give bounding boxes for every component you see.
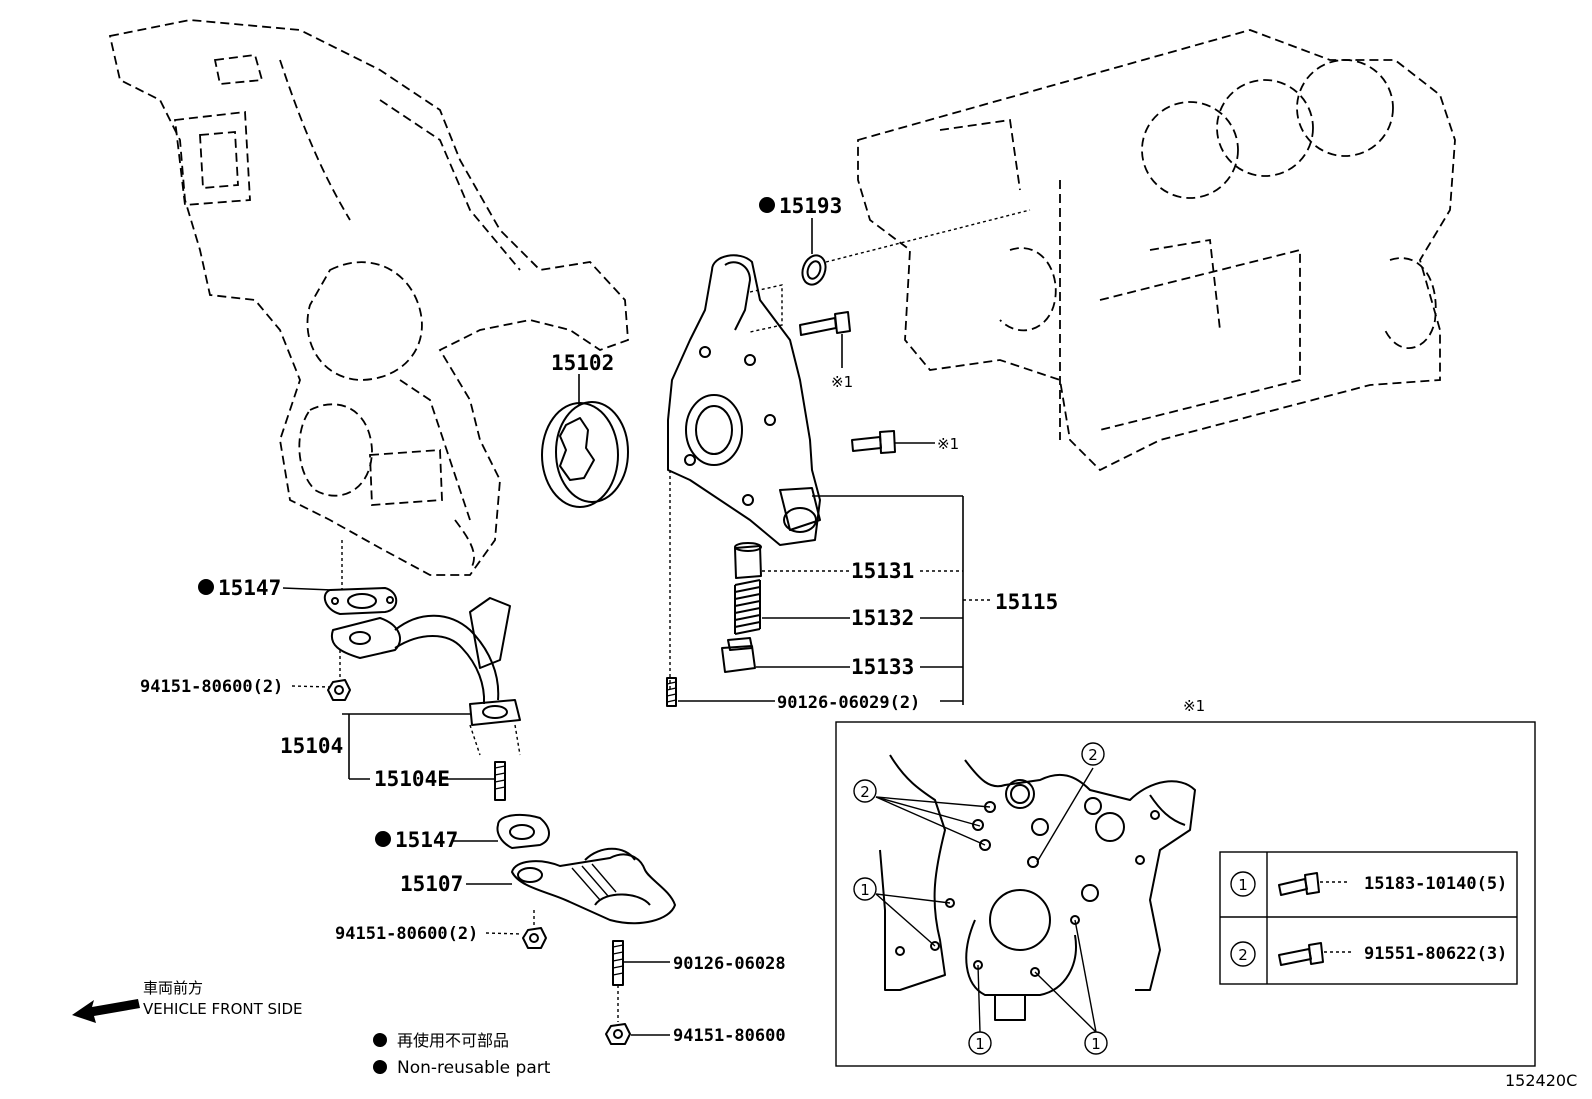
- inset-cover-drawing: [879, 754, 1196, 1021]
- non-reusable-marker-15147-top: [198, 579, 214, 595]
- direction-en: VEHICLE FRONT SIDE: [143, 1000, 303, 1018]
- callout-1-bottom-right: 1: [1084, 1031, 1108, 1055]
- part-label-15107: 15107: [400, 872, 463, 896]
- nut-bottom-part: [605, 1023, 631, 1045]
- filled-circle-icon: [373, 1060, 387, 1074]
- svg-text:1: 1: [975, 1035, 985, 1053]
- bolt-ref-upper: ※1: [831, 373, 853, 391]
- part-label-15193: 15193: [779, 194, 842, 218]
- legend-en: Non-reusable part: [397, 1058, 551, 1078]
- callout-2-top: 2: [1081, 742, 1105, 766]
- figure-code: 152420C: [1505, 1071, 1577, 1090]
- bolt-table: 1 15183-10140(5) 2 91551-80622(3): [1219, 851, 1518, 985]
- bolt-ref-lower: ※1: [937, 435, 959, 453]
- strainer-15107-part: [511, 847, 676, 925]
- part-label-94151-80600-top: 94151-80600(2): [140, 677, 283, 697]
- part-label-15104E: 15104E: [374, 767, 450, 791]
- direction-jp: 車両前方: [143, 979, 203, 997]
- svg-text:1: 1: [1091, 1035, 1101, 1053]
- rotor-15102-part: [541, 374, 629, 508]
- filled-circle-icon: [373, 1033, 387, 1047]
- oil-pipe-15104-part: [330, 597, 521, 756]
- gasket-15147-top-part: [323, 540, 398, 615]
- part-label-15102: 15102: [551, 351, 614, 375]
- svg-text:2: 2: [860, 783, 870, 801]
- part-label-15147-top: 15147: [218, 576, 281, 600]
- oil-pump-body-part: [667, 254, 821, 690]
- bolt-part-91551-80622: 91551-80622(3): [1364, 944, 1507, 964]
- callout-1-bottom-left: 1: [968, 1031, 992, 1055]
- callout-2-left: 2: [853, 779, 877, 803]
- bolt-table-row-2: 2 91551-80622(3): [1230, 941, 1507, 967]
- part-label-94151-80600-bottom: 94151-80600: [673, 1026, 786, 1046]
- bolt-lower: [851, 430, 935, 454]
- part-label-94151-80600-mid: 94151-80600(2): [335, 924, 478, 944]
- part-label-15132: 15132: [851, 606, 914, 630]
- non-reusable-marker-15147-mid: [375, 831, 391, 847]
- nut-top-part: [327, 679, 351, 701]
- nut-mid-part: [522, 910, 547, 949]
- part-label-15147-mid: 15147: [395, 828, 458, 852]
- part-label-90126-06029: 90126-06029(2): [777, 693, 920, 713]
- relief-valve-parts: [666, 542, 762, 707]
- callout-1-left: 1: [853, 877, 877, 901]
- arrow-left-icon: [72, 999, 140, 1023]
- part-label-90126-06028: 90126-06028: [673, 954, 786, 974]
- non-reusable-marker-15193: [759, 197, 775, 213]
- svg-text:1: 1: [1238, 876, 1248, 894]
- svg-text:2: 2: [1088, 746, 1098, 764]
- stud-90126-06028-part: [612, 940, 624, 1022]
- bolt-upper: [799, 311, 851, 368]
- part-label-15131: 15131: [851, 559, 914, 583]
- timing-cover-drawing: [108, 19, 629, 576]
- part-label-15115: 15115: [995, 590, 1058, 614]
- inset-title: ※1: [1183, 697, 1205, 715]
- inset-frame: [835, 721, 1536, 1067]
- bracket-15115: [678, 495, 993, 705]
- cylinder-block-drawing: [857, 29, 1456, 472]
- bolt-table-row-1: 1 15183-10140(5): [1230, 871, 1507, 897]
- part-label-15133: 15133: [851, 655, 914, 679]
- inset-leaders: [875, 767, 1097, 1033]
- gasket-15147-mid-part: [496, 813, 550, 849]
- legend-jp: 再使用不可部品: [397, 1031, 509, 1050]
- seal-15193-part: [801, 209, 1031, 286]
- stud-15104e-part: [494, 761, 506, 801]
- part-label-15104: 15104: [280, 734, 343, 758]
- bolt-part-15183-10140: 15183-10140(5): [1364, 874, 1507, 894]
- svg-text:2: 2: [1238, 946, 1248, 964]
- svg-text:1: 1: [860, 881, 870, 899]
